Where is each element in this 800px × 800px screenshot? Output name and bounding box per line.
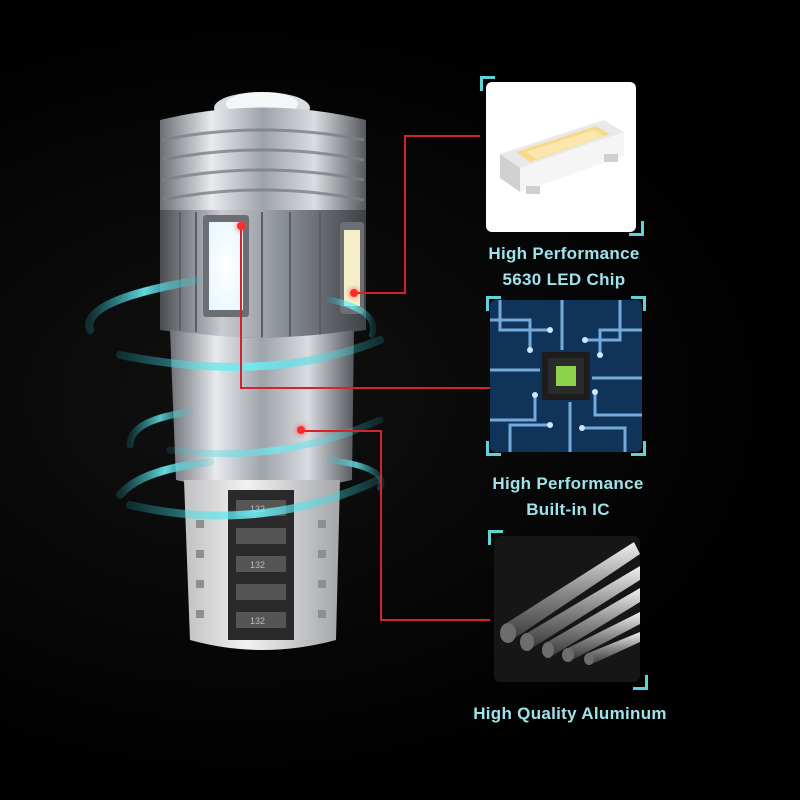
glow-rings (85, 276, 385, 520)
wire-chip-h2 (352, 292, 406, 294)
wire-ic-h (240, 387, 490, 389)
wire-chip-h1 (404, 135, 480, 137)
wire-ic-v (240, 226, 242, 388)
led-chip-caption-line2: 5630 LED Chip (502, 270, 626, 289)
aluminum-panel (488, 530, 648, 690)
aluminum-rods-image (500, 542, 640, 665)
led-chip-panel (480, 76, 644, 236)
wire-alu-h1 (300, 430, 382, 432)
ic-caption-line2: Built-in IC (526, 500, 610, 519)
pointer-dot-ic (237, 222, 245, 230)
ic-caption-line1: High Performance (492, 474, 644, 493)
wire-chip-v (404, 135, 406, 293)
pointer-dot-aluminum (297, 426, 305, 434)
chip-marking-2: 132 (250, 560, 265, 570)
heat-sink-top (160, 107, 366, 218)
ic-circuit-image (490, 300, 642, 452)
led-chip-caption: High Performance 5630 LED Chip (486, 244, 642, 290)
ic-caption: High Performance Built-in IC (488, 474, 648, 520)
pointer-dot-chip (350, 289, 358, 297)
led-chip-caption-line1: High Performance (488, 244, 640, 263)
chip-marking-1: 132 (250, 504, 265, 514)
aluminum-caption-line1: High Quality Aluminum (473, 704, 667, 723)
led-chip-image (500, 120, 624, 194)
chip-marking-3: 132 (250, 616, 265, 626)
ic-panel (486, 296, 646, 456)
wire-alu-v (380, 430, 382, 620)
wire-alu-h2 (380, 619, 490, 621)
aluminum-caption: High Quality Aluminum (460, 704, 680, 724)
